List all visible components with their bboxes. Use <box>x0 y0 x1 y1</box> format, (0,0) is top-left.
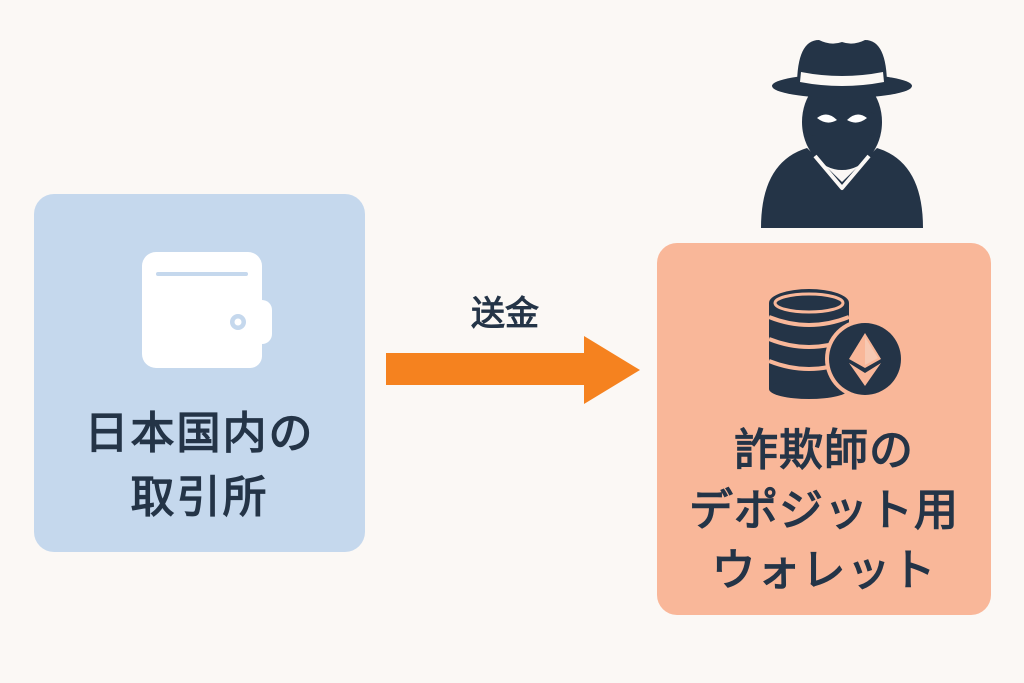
wallet-icon <box>140 250 272 374</box>
exchange-box: 日本国内の 取引所 <box>34 194 365 552</box>
scammer-wallet-label-line: デポジット用 <box>689 485 959 536</box>
transfer-label: 送金 <box>471 294 539 334</box>
exchange-label-line: 日本国内の <box>84 408 315 459</box>
scammer-wallet-label: 詐欺師の デポジット用 ウォレット <box>657 421 991 601</box>
scammer-icon <box>757 30 927 234</box>
transfer-arrow-icon <box>386 336 642 408</box>
scammer-wallet-label-line: ウォレット <box>711 545 937 596</box>
exchange-label: 日本国内の 取引所 <box>34 402 365 530</box>
exchange-label-line: 取引所 <box>130 472 269 523</box>
scammer-wallet-box: 詐欺師の デポジット用 ウォレット <box>657 243 991 615</box>
scammer-wallet-label-line: 詐欺師の <box>734 425 914 476</box>
ethereum-coins-icon <box>767 287 907 403</box>
